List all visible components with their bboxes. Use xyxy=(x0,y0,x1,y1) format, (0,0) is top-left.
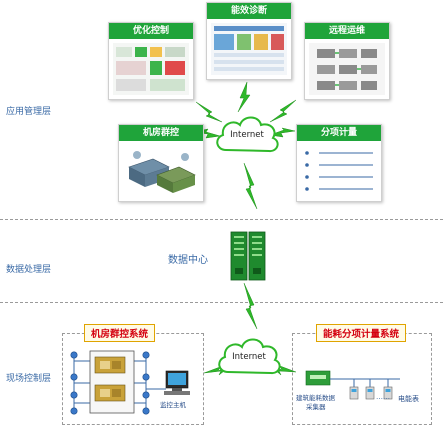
card-machine-room-title: 机房群控 xyxy=(119,125,203,141)
meter-label: 电能表 xyxy=(398,395,419,403)
card-optimize-title: 优化控制 xyxy=(109,23,193,39)
divider-top xyxy=(0,219,443,220)
energy-system-title: 能耗分项计量系统 xyxy=(316,324,407,342)
cloud-icon xyxy=(218,338,281,375)
bolt-diagnosis xyxy=(237,81,251,113)
group-control-diagram xyxy=(70,350,190,415)
group-control-system-title: 机房群控系统 xyxy=(84,324,156,342)
card-diagnosis[interactable]: 能效诊断 xyxy=(206,2,292,80)
energy-system-diagram xyxy=(305,370,400,400)
bolt-datacenter-field xyxy=(243,282,258,330)
internet-label-top: Internet xyxy=(230,130,264,140)
monitor-host-icon xyxy=(164,370,190,395)
card-machine-room[interactable]: 机房群控 xyxy=(118,124,204,202)
internet-label-field: Internet xyxy=(232,352,266,362)
card-remote[interactable]: 远程运维 xyxy=(304,22,390,100)
collector-label-line1: 建筑能耗数据 xyxy=(296,394,335,402)
monitor-host-label: 监控主机 xyxy=(160,401,186,409)
card-diagnosis-title: 能效诊断 xyxy=(207,3,291,19)
layer-label-app: 应用管理层 xyxy=(6,107,52,117)
meter-ellipsis: …… xyxy=(376,393,390,401)
card-optimize[interactable]: 优化控制 xyxy=(108,22,194,100)
metering-list-icon xyxy=(305,151,373,191)
data-center-server-icon xyxy=(230,231,266,281)
machine-room-thumbnail xyxy=(123,145,199,197)
divider-bottom xyxy=(0,302,443,303)
data-center-label: 数据中心 xyxy=(168,255,208,266)
layer-label-field: 现场控制层 xyxy=(6,374,52,384)
layer-label-processing: 数据处理层 xyxy=(6,265,52,275)
bolt-cloud-datacenter xyxy=(243,162,258,210)
bolt-remote xyxy=(269,99,297,123)
card-remote-title: 远程运维 xyxy=(305,23,389,39)
card-metering[interactable]: 分项计量 xyxy=(296,124,382,202)
internet-cloud-field: Internet xyxy=(214,332,284,384)
diagnosis-thumbnail xyxy=(211,23,287,75)
card-metering-title: 分项计量 xyxy=(297,125,381,141)
cloud-icon xyxy=(216,116,279,153)
bolt-optimize xyxy=(195,101,223,123)
remote-thumbnail xyxy=(309,43,385,95)
internet-cloud-top: Internet xyxy=(212,110,282,162)
collector-label-line2: 采集器 xyxy=(306,403,326,411)
optimize-thumbnail xyxy=(113,43,189,95)
